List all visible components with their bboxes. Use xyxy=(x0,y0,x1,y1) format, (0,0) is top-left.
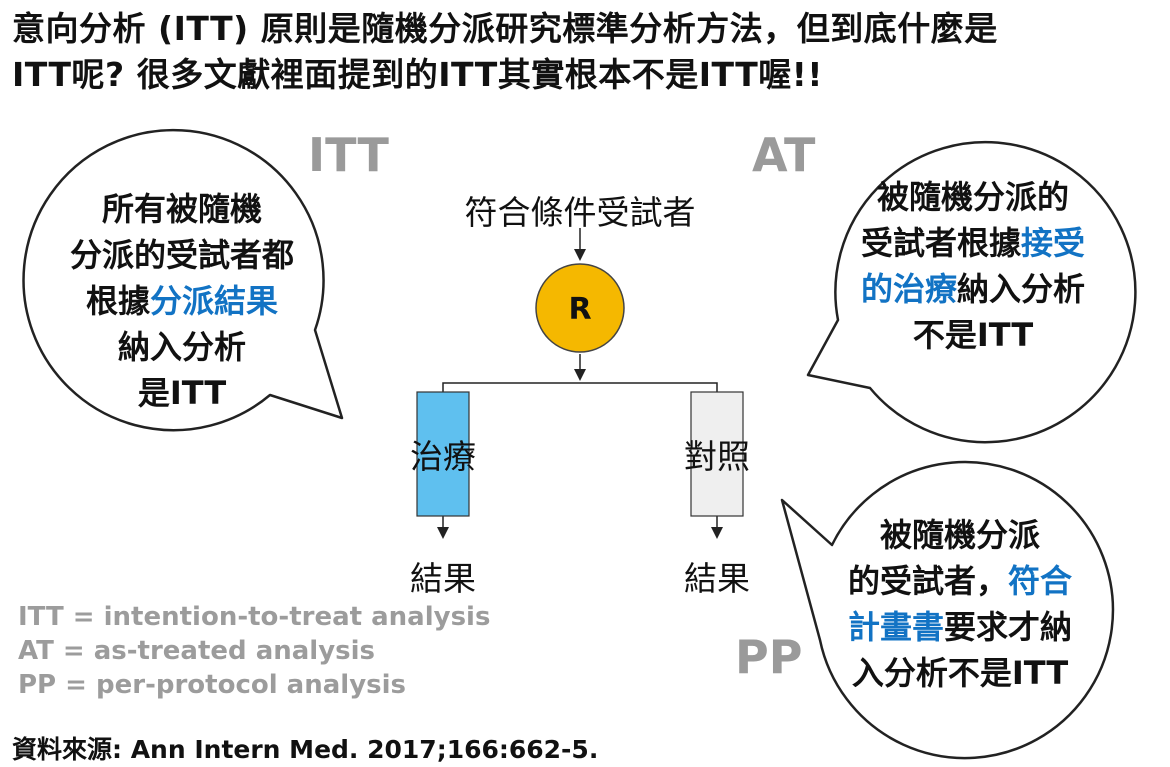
pp-bubble-text-segment: 的受試者， xyxy=(847,562,1008,600)
at-bubble-text: 被隨機分派的 受試者根據接受 的治療納入分析 不是ITT xyxy=(828,174,1118,358)
at-bubble-highlight: 接受 xyxy=(1021,224,1086,262)
treatment-box xyxy=(416,391,470,517)
source-citation: 資料來源: Ann Intern Med. 2017;166:662-5. xyxy=(12,735,599,764)
randomize-label: R xyxy=(568,292,592,327)
itt-bubble-line: 分派的受試者都 xyxy=(69,236,294,274)
legend-pp: PP = per-protocol analysis xyxy=(18,670,407,700)
itt-bubble-text-segment: 根據 xyxy=(85,282,150,320)
at-speech-bubble xyxy=(806,140,1137,444)
branch-connector xyxy=(442,382,718,392)
itt-speech-bubble xyxy=(22,128,344,432)
at-bubble-text-segment: 納入分析 xyxy=(957,270,1086,308)
legend-itt: ITT = intention-to-treat analysis xyxy=(18,602,491,632)
itt-bubble-line: 納入分析 xyxy=(117,328,246,366)
abbreviation-legend: ITT = intention-to-treat analysis AT = a… xyxy=(18,600,490,702)
eligible-participants-label: 符合條件受試者 xyxy=(464,193,696,232)
at-bubble-line: 被隨機分派的 xyxy=(876,178,1069,216)
control-outcome-label: 結果 xyxy=(684,559,750,598)
itt-bubble-highlight: 分派結果 xyxy=(150,282,279,320)
itt-label: ITT xyxy=(308,128,389,182)
control-box xyxy=(690,391,744,517)
title-line-1: 意向分析 (ITT) 原則是隨機分派研究標準分析方法，但到底什麼是 xyxy=(12,9,998,48)
randomize-node xyxy=(535,263,625,353)
page-title: 意向分析 (ITT) 原則是隨機分派研究標準分析方法，但到底什麼是 ITT呢? … xyxy=(12,6,1162,98)
pp-bubble-line: 被隨機分派 xyxy=(879,516,1040,554)
title-line-2: ITT呢? 很多文獻裡面提到的ITT其實根本不是ITT喔!! xyxy=(12,55,823,94)
pp-bubble-line: 計畫書要求才納 xyxy=(820,604,1100,650)
pp-bubble-line: 入分析不是ITT xyxy=(851,654,1069,692)
itt-bubble-line: 所有被隨機 xyxy=(101,190,262,228)
pp-label: PP xyxy=(735,630,803,684)
itt-bubble-line: 是ITT xyxy=(137,374,227,412)
legend-at: AT = as-treated analysis xyxy=(18,636,376,666)
pp-speech-bubble xyxy=(780,460,1115,760)
at-bubble-text-segment: 受試者根據 xyxy=(860,224,1021,262)
pp-bubble-text: 被隨機分派 的受試者，符合 計畫書要求才納 入分析不是ITT xyxy=(820,512,1100,696)
itt-bubble-line: 根據分派結果 xyxy=(32,278,332,324)
pp-bubble-highlight: 符合 xyxy=(1008,562,1073,600)
at-label: AT xyxy=(752,128,816,182)
treatment-label: 治療 xyxy=(410,437,476,476)
at-bubble-highlight: 的治療 xyxy=(860,270,957,308)
control-label: 對照 xyxy=(684,437,750,476)
at-bubble-line: 的治療納入分析 xyxy=(828,266,1118,312)
pp-bubble-text-segment: 要求才納 xyxy=(944,608,1073,646)
pp-bubble-line: 的受試者，符合 xyxy=(820,558,1100,604)
at-bubble-line: 受試者根據接受 xyxy=(828,220,1118,266)
treatment-outcome-label: 結果 xyxy=(410,559,476,598)
at-bubble-line: 不是ITT xyxy=(912,316,1034,354)
itt-bubble-text: 所有被隨機 分派的受試者都 根據分派結果 納入分析 是ITT xyxy=(32,186,332,416)
pp-bubble-highlight: 計畫書 xyxy=(847,608,944,646)
